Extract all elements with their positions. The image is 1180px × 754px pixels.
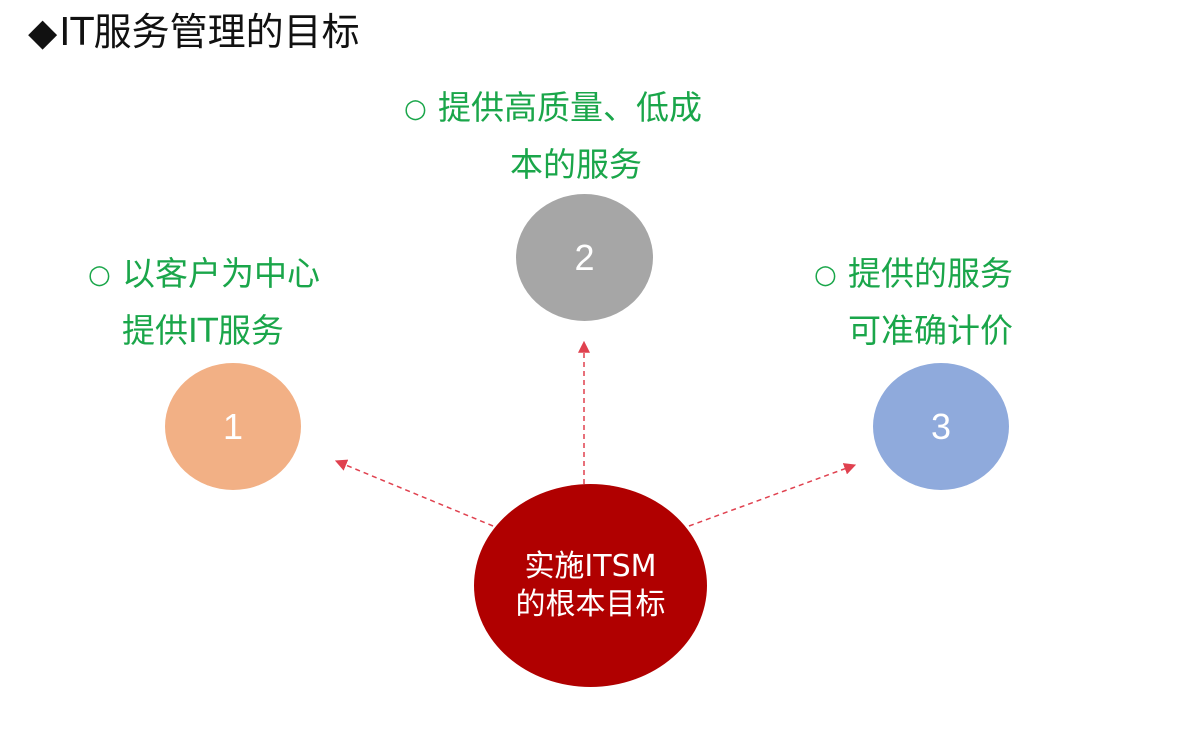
goal-1-text: ○ 以客户为中心 提供IT服务	[88, 246, 320, 359]
page-title-text: IT服务管理的目标	[59, 10, 360, 54]
goal-2-bullet-icon: ○	[404, 94, 427, 124]
goal-2-circle: 2	[516, 194, 653, 321]
center-goal-line2: 的根本目标	[515, 586, 666, 622]
goal-1-line1: 以客户为中心	[122, 254, 320, 293]
goal-3-line1: 提供的服务	[848, 254, 1013, 293]
goal-3-text: ○ 提供的服务 可准确计价	[814, 246, 1013, 359]
goal-2-line1: 提供高质量、低成	[438, 88, 702, 127]
diamond-bullet-icon: ◆	[28, 10, 58, 54]
goal-1-line2: 提供IT服务	[122, 311, 284, 350]
goal-2-line2: 本的服务	[510, 145, 642, 184]
goal-1-bullet-icon: ○	[88, 260, 111, 290]
page-title: ◆IT服务管理的目标	[28, 8, 360, 56]
goal-2-number: 2	[574, 236, 595, 278]
arrow-to-goal-3	[688, 463, 857, 527]
goal-1-number: 1	[222, 405, 244, 447]
arrow-to-goal-1	[334, 459, 494, 527]
goal-1-circle: 1	[165, 363, 301, 490]
goal-3-circle: 3	[873, 363, 1009, 490]
goal-3-bullet-icon: ○	[814, 260, 837, 290]
goal-3-line2: 可准确计价	[848, 311, 1013, 350]
center-goal-line1: 实施ITSM	[524, 548, 657, 584]
goal-3-number: 3	[930, 405, 952, 447]
goal-2-text: ○ 提供高质量、低成 本的服务	[404, 80, 702, 193]
center-goal-circle: 实施ITSM 的根本目标	[474, 484, 707, 687]
